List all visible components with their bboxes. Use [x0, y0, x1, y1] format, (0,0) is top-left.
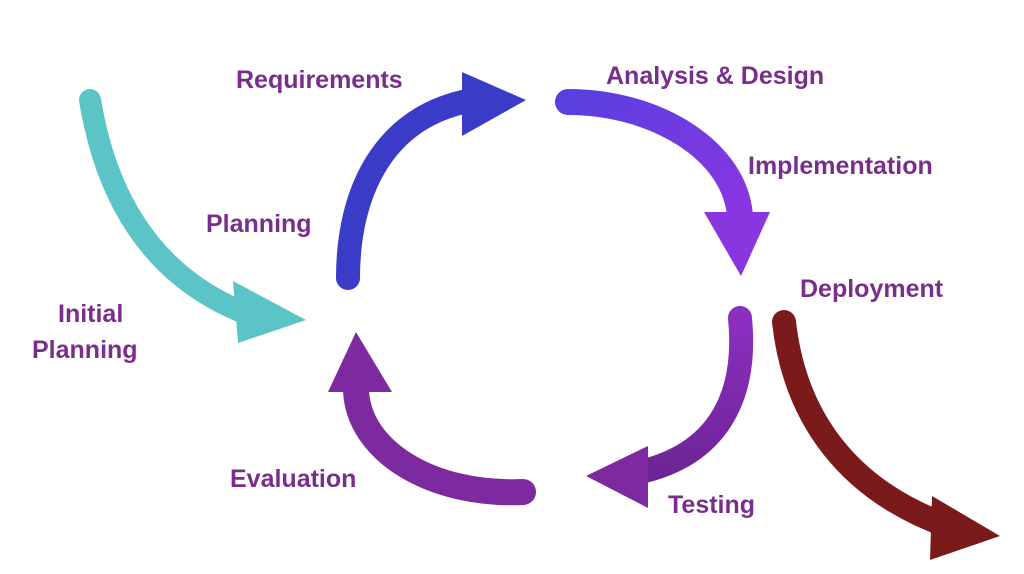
- testing-label: Testing: [668, 491, 755, 519]
- deployment-label: Deployment: [800, 275, 944, 303]
- deployment-arrow-shaft: [772, 310, 957, 537]
- testing-arrow-head: [586, 446, 648, 508]
- testing-arrow-shaft: [628, 306, 754, 484]
- initial-planning-arrow: [79, 89, 306, 343]
- initial-planning-label-line2: Planning: [32, 336, 138, 364]
- testing-arrow: [586, 306, 754, 508]
- deployment-arrow-head: [930, 496, 1000, 560]
- implementation-label: Implementation: [748, 152, 933, 180]
- requirements-label: Requirements: [236, 66, 403, 94]
- planning-arrow-shaft: [336, 88, 485, 290]
- planning-label: Planning: [206, 210, 312, 238]
- deployment-arrow: [772, 310, 1000, 560]
- analysis-design-arrow: [555, 89, 770, 276]
- initial-planning-label-line1: Initial: [58, 300, 123, 328]
- evaluation-arrow: [328, 332, 536, 506]
- analysis-design-arrow-head: [704, 212, 770, 276]
- evaluation-arrow-head: [328, 332, 392, 392]
- initial-planning-arrow-head: [233, 281, 306, 343]
- analysis-design-label: Analysis & Design: [606, 62, 824, 90]
- evaluation-label: Evaluation: [230, 465, 356, 493]
- analysis-design-arrow-shaft: [555, 89, 753, 229]
- planning-arrow-head: [462, 72, 526, 136]
- evaluation-arrow-shaft: [343, 377, 536, 506]
- planning-arrow: [336, 72, 526, 290]
- initial-planning-arrow-shaft: [79, 89, 269, 329]
